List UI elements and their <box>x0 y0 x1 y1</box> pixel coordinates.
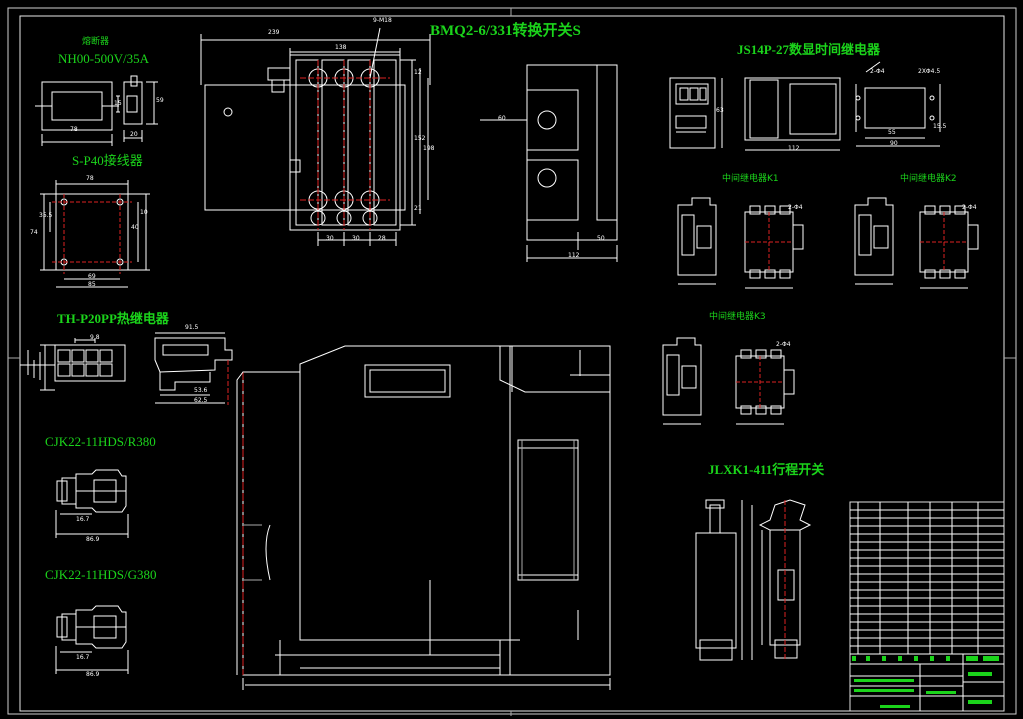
dim-bmq-198: 198 <box>423 145 435 152</box>
dim-cjk-g-167: 16.7 <box>76 654 90 661</box>
dim-th-53: 53.6 <box>194 387 208 394</box>
outer-frame <box>7 7 1017 715</box>
dim-bmq-12: 12 <box>414 69 422 76</box>
dim-js-155: 15.5 <box>933 123 947 130</box>
dim-js-55: 55 <box>888 129 896 136</box>
cjk-g-label: CJK22-11HDS/G380 <box>45 567 157 582</box>
k2-label: 中间继电器K2 <box>900 174 957 184</box>
cjk-g-drawing <box>55 605 129 674</box>
dim-k3-phi: 2-Φ4 <box>776 341 791 348</box>
cjk-r-drawing <box>55 469 129 538</box>
fuse-title: 熔断器 <box>82 37 110 47</box>
bmq-side-drawing <box>480 64 618 262</box>
fuse-model: NH00-500V/35A <box>58 51 149 66</box>
dim-sp40-l2: 74 <box>30 229 38 236</box>
dim-side-60: 60 <box>498 115 506 122</box>
dim-js-hole: 2XΦ4.5 <box>918 68 941 75</box>
s-p40-drawing <box>40 180 150 288</box>
js14p-drawing <box>669 61 941 151</box>
dim-sp40-bot2: 85 <box>88 281 96 288</box>
cjk-r-label: CJK22-11HDS/R380 <box>45 434 156 449</box>
dim-th-625: 62.5 <box>194 397 208 404</box>
dim-sp40-top: 78 <box>86 175 94 182</box>
dim-th-98: 9.8 <box>90 334 100 341</box>
dim-js-phi: 2-Φ4 <box>870 68 885 75</box>
dim-bmq-30a: 30 <box>326 235 334 242</box>
enclosure-drawing <box>236 345 611 690</box>
s-p40-label: S-P40接线器 <box>72 153 143 168</box>
jlxk-label: JLXK1-411行程开关 <box>708 462 825 477</box>
dim-cjk-r-869: 86.9 <box>86 536 100 543</box>
dim-fuse-d: 20 <box>130 131 138 138</box>
k2-drawing <box>854 197 979 289</box>
bmq-switch-drawing <box>200 27 431 246</box>
k3-drawing <box>662 337 795 425</box>
dim-bmq-top: 239 <box>268 29 280 36</box>
dim-fuse-h: 59 <box>156 97 164 104</box>
title-block <box>849 501 1005 712</box>
title-block-fill <box>852 656 999 708</box>
dim-bmq-28: 28 <box>378 235 386 242</box>
dim-k2-phi: 2-Φ4 <box>962 204 977 211</box>
dim-sp40-l1: 35.5 <box>39 212 53 219</box>
dim-sp40-bot1: 69 <box>88 273 96 280</box>
dim-side-112: 112 <box>568 252 580 259</box>
dim-cjk-r-167: 16.7 <box>76 516 90 523</box>
dim-fuse-s: 15 <box>114 100 122 107</box>
dim-bmq-hole: 9-M18 <box>373 17 392 24</box>
inner-frame <box>19 15 1005 712</box>
k3-label: 中间继电器K3 <box>709 312 766 322</box>
fuse-drawing <box>35 75 158 146</box>
dim-bmq-30b: 30 <box>352 235 360 242</box>
th-p20pp-drawing <box>20 332 233 405</box>
dim-bmq-138: 138 <box>335 44 347 51</box>
jlxk-drawing <box>695 499 812 661</box>
k1-drawing <box>677 197 804 289</box>
dim-bmq-21: 21 <box>414 205 422 212</box>
dim-cjk-g-869: 86.9 <box>86 671 100 678</box>
dim-side-50: 50 <box>597 235 605 242</box>
dim-bmq-152: 152 <box>414 135 426 142</box>
dim-js-63: 63 <box>716 107 724 114</box>
th-p20pp-label: TH-P20PP热继电器 <box>57 311 169 326</box>
dim-sp40-r2: 10 <box>140 209 148 216</box>
bmq-label: BMQ2-6/331转换开关S <box>430 23 581 39</box>
dim-k1-phi: 2-Φ4 <box>788 204 803 211</box>
dim-js-90: 90 <box>890 140 898 147</box>
k1-label: 中间继电器K1 <box>722 174 779 184</box>
dim-th-915: 91.5 <box>185 324 199 331</box>
dim-fuse-w: 78 <box>70 126 78 133</box>
dim-js-112: 112 <box>788 145 800 152</box>
js14p-label: JS14P-27数显时间继电器 <box>737 42 881 57</box>
dim-sp40-r1: 40 <box>131 224 139 231</box>
